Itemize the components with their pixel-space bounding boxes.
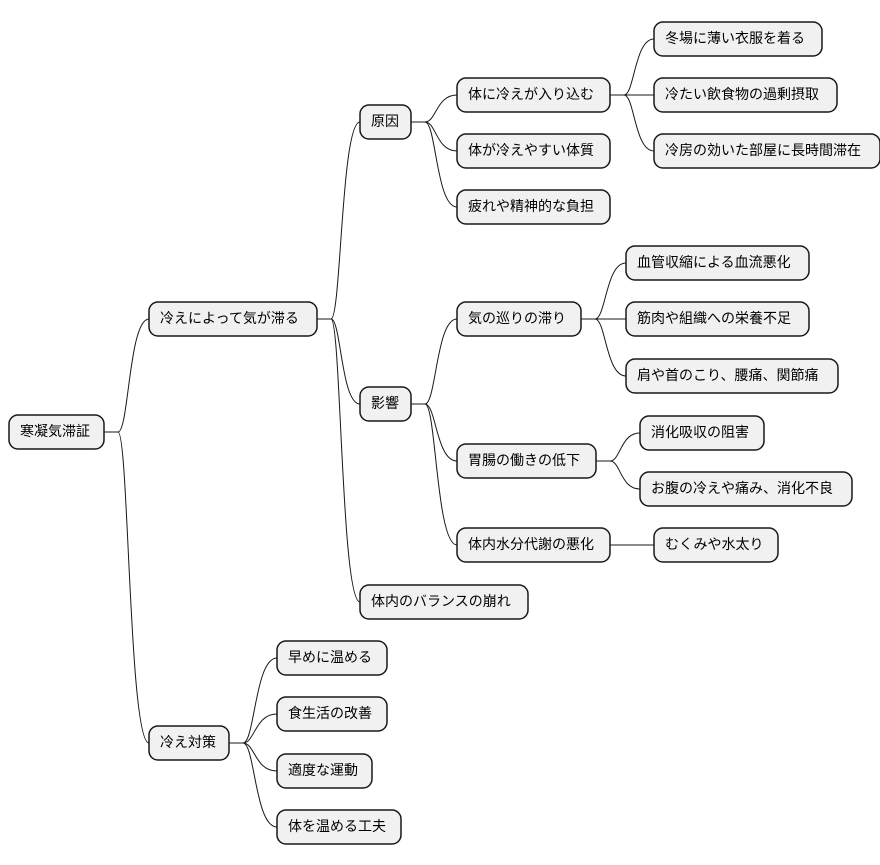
mindmap-edge-r-0-1-2 xyxy=(411,403,458,546)
mindmap-node-r-0-1-0-0: 血管収縮による血流悪化 xyxy=(625,245,810,281)
mindmap-node-r-0-1-1-0: 消化吸収の阻害 xyxy=(639,415,765,451)
mindmap-node-r-0-1-0-2: 肩や首のこり、腰痛、関節痛 xyxy=(625,358,839,394)
node-label: 体を温める工夫 xyxy=(288,819,386,835)
node-box xyxy=(148,725,230,761)
mindmap-node-r-0-0: 原因 xyxy=(359,104,412,140)
mindmap-node-r-1-0: 早めに温める xyxy=(276,640,388,676)
mindmap-node-r-0-0-0-0: 冬場に薄い衣服を着る xyxy=(653,21,823,57)
mindmap-node-r-0-0-2: 疲れや精神的な負担 xyxy=(456,189,611,225)
mindmap-edge-r-0 xyxy=(104,318,150,433)
node-label: 食生活の改善 xyxy=(288,705,372,722)
node-box xyxy=(625,358,839,394)
mindmap-node-r-0-1-0-1: 筋肉や組織への栄養不足 xyxy=(625,301,810,337)
node-box xyxy=(653,527,779,563)
mindmap-edge-r-0-1-1-0 xyxy=(596,432,641,462)
mindmap-node-r-0-1-0: 気の巡りの滞り xyxy=(456,301,582,337)
mindmap-node-r-1: 冷え対策 xyxy=(148,725,230,761)
mindmap-edge-r-0-0-2 xyxy=(411,121,458,208)
node-label: 冬場に薄い衣服を着る xyxy=(665,31,805,47)
mindmap-node-r-0-0-1: 体が冷えやすい体質 xyxy=(456,133,611,169)
mindmap-node-r-0-1-1-1: お腹の冷えや痛み、消化不良 xyxy=(639,471,853,507)
mindmap-node-r-0-1-2: 体内水分代謝の悪化 xyxy=(456,527,611,563)
node-box xyxy=(456,301,582,337)
mindmap-edge-r-0-0-0 xyxy=(411,94,458,123)
mindmap-nodes: 寒凝気滞証 冷えによって気が滞る 原因 体に冷えが入り込む 冬場に薄い衣服を着る冷たい飲… xyxy=(8,21,880,845)
node-box xyxy=(625,301,810,337)
mindmap-node-r-0-0-0-1: 冷たい飲食物の過剰摂取 xyxy=(653,77,838,113)
node-label: 冷えによって気が滞る xyxy=(160,311,299,327)
node-label: 冷房の効いた部屋に長時間滞在 xyxy=(665,143,861,159)
node-box xyxy=(148,301,318,337)
node-label: お腹の冷えや痛み、消化不良 xyxy=(651,480,833,497)
node-label: 体内水分代謝の悪化 xyxy=(468,537,594,553)
node-box xyxy=(276,696,388,732)
mindmap-edge-r-0-0-0-2 xyxy=(610,94,655,152)
node-box xyxy=(359,104,412,140)
node-box xyxy=(653,77,838,113)
node-label: 血管収縮による血流悪化 xyxy=(637,255,791,271)
node-label: 寒凝気滞証 xyxy=(20,423,90,440)
mindmap-edge-r-0-2 xyxy=(317,318,361,603)
mindmap-node-r-0-0-0: 体に冷えが入り込む xyxy=(456,77,611,113)
mindmap-edge-r-0-1-0-2 xyxy=(581,318,627,377)
mindmap-edge-r-1-3 xyxy=(229,742,278,828)
mindmap-edge-r-0-0 xyxy=(317,121,361,320)
mindmap-node-r-0-1-2-0: むくみや水太り xyxy=(653,527,779,563)
node-box xyxy=(639,415,765,451)
mindmap-edge-r-0-1-1 xyxy=(411,403,458,462)
node-label: 影響 xyxy=(371,395,399,412)
node-box xyxy=(276,640,388,676)
mindmap-edges xyxy=(104,38,655,828)
mindmap-edge-r-0-1-0-0 xyxy=(581,262,627,320)
node-label: 胃腸の働きの低下 xyxy=(468,453,580,469)
node-box xyxy=(276,753,373,789)
node-label: 適度な運動 xyxy=(288,762,358,779)
node-box xyxy=(456,527,611,563)
mindmap-node-r-0: 冷えによって気が滞る xyxy=(148,301,318,337)
node-box xyxy=(653,133,880,169)
node-label: 肩や首のこり、腰痛、関節痛 xyxy=(637,367,818,384)
node-box xyxy=(8,414,105,450)
node-box xyxy=(456,443,597,479)
mindmap-edge-r-1 xyxy=(104,431,150,744)
mindmap-edge-r-0-0-0-0 xyxy=(610,38,655,96)
mindmap-node-r: 寒凝気滞証 xyxy=(8,414,105,450)
node-label: 疲れや精神的な負担 xyxy=(468,198,594,215)
node-box xyxy=(625,245,810,281)
mindmap-edge-r-0-1-1-1 xyxy=(596,460,641,490)
node-label: むくみや水太り xyxy=(665,537,764,553)
node-box xyxy=(276,809,402,845)
node-box xyxy=(359,584,529,620)
node-box xyxy=(456,133,611,169)
mindmap-node-r-0-2: 体内のバランスの崩れ xyxy=(359,584,529,620)
mindmap-node-r-0-0-0-2: 冷房の効いた部屋に長時間滞在 xyxy=(653,133,880,169)
mindmap-edge-r-0-1-0 xyxy=(411,318,458,405)
mindmap-node-r-0-1: 影響 xyxy=(359,386,412,422)
mindmap-node-r-1-3: 体を温める工夫 xyxy=(276,809,402,845)
node-label: 体に冷えが入り込む xyxy=(468,87,594,103)
node-box xyxy=(639,471,853,507)
node-label: 体内のバランスの崩れ xyxy=(371,594,511,610)
node-box xyxy=(456,189,611,225)
mindmap-node-r-0-1-1: 胃腸の働きの低下 xyxy=(456,443,597,479)
node-label: 冷え対策 xyxy=(160,734,216,751)
node-label: 早めに温める xyxy=(288,650,372,666)
node-label: 体が冷えやすい体質 xyxy=(468,143,594,159)
mindmap-node-r-1-1: 食生活の改善 xyxy=(276,696,388,732)
node-box xyxy=(456,77,611,113)
node-label: 気の巡りの滞り xyxy=(468,311,566,327)
node-box xyxy=(653,21,823,57)
mindmap-edge-r-1-0 xyxy=(229,657,278,744)
node-label: 原因 xyxy=(371,114,399,130)
node-label: 筋肉や組織への栄養不足 xyxy=(637,310,791,327)
node-label: 消化吸収の阻害 xyxy=(651,425,749,441)
node-box xyxy=(359,386,412,422)
mindmap-node-r-1-2: 適度な運動 xyxy=(276,753,373,789)
node-label: 冷たい飲食物の過剰摂取 xyxy=(665,86,819,103)
